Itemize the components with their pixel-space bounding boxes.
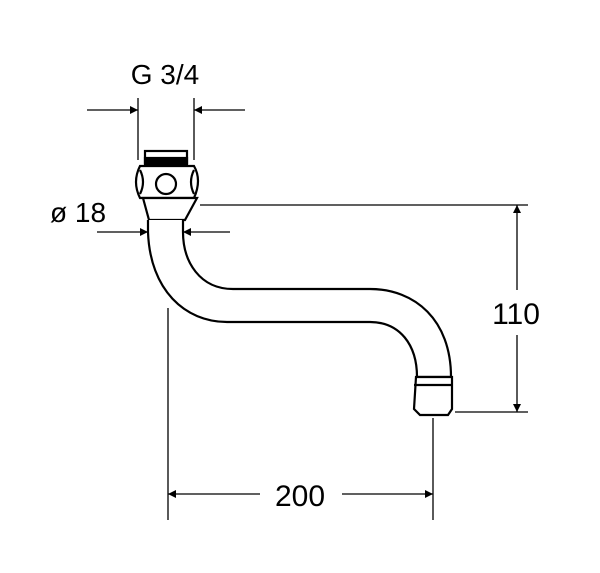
thread-label: G 3/4 xyxy=(131,59,199,90)
length-dimension xyxy=(167,308,434,520)
length-label: 200 xyxy=(275,480,325,513)
thread-dimension xyxy=(87,98,245,160)
spout-fitting xyxy=(134,149,200,222)
diameter-label: ø 18 xyxy=(50,197,106,228)
spout-pipe xyxy=(146,220,453,379)
nut-hole-icon xyxy=(154,172,178,196)
height-dimension xyxy=(200,204,528,413)
height-label: 110 xyxy=(492,298,540,331)
spout-nozzle xyxy=(412,375,454,417)
